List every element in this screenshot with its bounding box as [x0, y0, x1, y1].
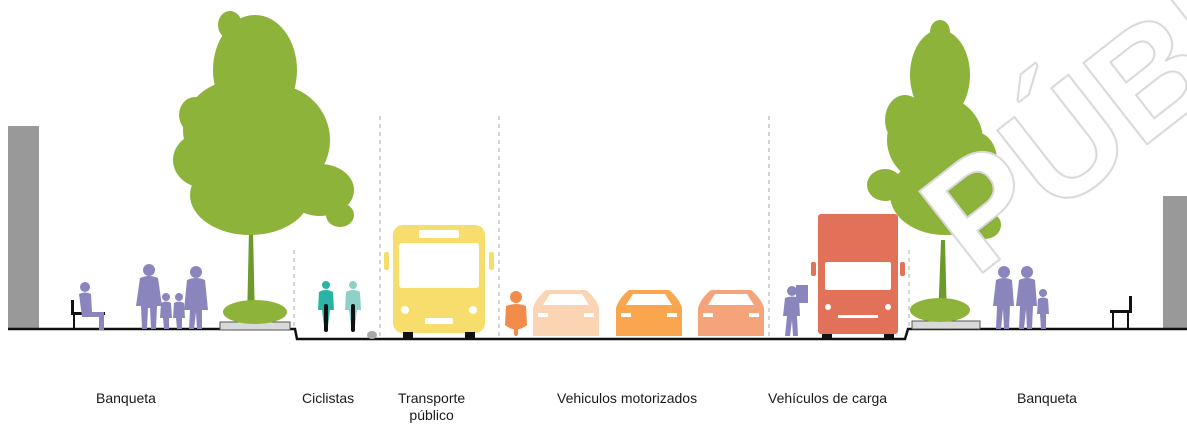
road-marker: [367, 331, 377, 339]
label-transporte-line1: Transporte: [398, 390, 466, 406]
motorcycle-icon: [505, 291, 527, 336]
tree-right-icon: [867, 20, 1001, 322]
car-orange-icon: [616, 290, 682, 336]
label-vehiculos-motorizados: Vehiculos motorizados: [557, 390, 698, 406]
pedestrians-family-left: [136, 264, 208, 329]
bus-icon: [384, 225, 494, 338]
cyclist-teal-icon: [318, 281, 334, 332]
bench-right: [1110, 296, 1132, 329]
delivery-person-icon: [783, 285, 808, 336]
label-ciclistas: Ciclistas: [302, 390, 355, 406]
planter-right: [911, 320, 981, 330]
cyclist-light-icon: [345, 281, 361, 332]
label-vehiculos-carga: Vehículos de carga: [768, 390, 888, 406]
truck-icon: [811, 214, 905, 340]
tree-left-icon: [173, 11, 354, 324]
label-transporte-publico: Transporte público: [398, 390, 465, 424]
car-light-icon: [533, 290, 599, 336]
car-salmon-icon: [698, 290, 764, 336]
label-banqueta-right: Banqueta: [1017, 390, 1077, 406]
lane-dividers: [293, 116, 910, 336]
label-banqueta-left: Banqueta: [96, 390, 156, 406]
building-left: [8, 126, 39, 329]
seated-person-icon: [79, 282, 104, 330]
label-transporte-line2: público: [409, 407, 454, 423]
pedestrians-right: [993, 266, 1049, 329]
building-right: [1163, 196, 1187, 329]
